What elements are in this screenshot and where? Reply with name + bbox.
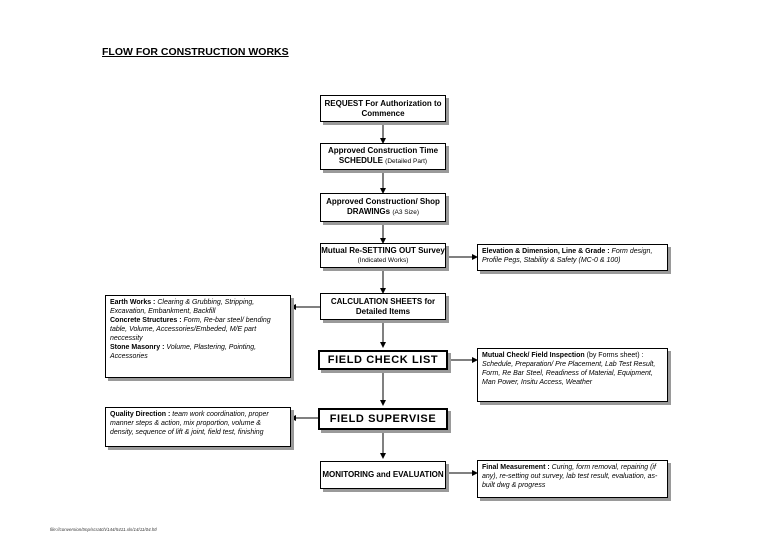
- earth-works-heading: Earth Works :: [110, 299, 156, 306]
- mutual-check-body: Schedule, Preparation/ Pre Placement, La…: [482, 361, 656, 386]
- setting-out-box: Mutual Re-SETTING OUT Survey (Indicated …: [320, 243, 446, 268]
- field-check-list-box: FIELD CHECK LIST: [318, 350, 448, 370]
- field-supervise-label: FIELD SUPERVISE: [329, 413, 437, 425]
- earth-works-item: Earth Works : Clearing & Grubbing, Strip…: [110, 298, 286, 316]
- final-measurement-heading: Final Measurement :: [482, 464, 550, 471]
- concrete-structures-heading: Concrete Structures :: [110, 317, 182, 324]
- stone-masonry-body: Volume, Plastering, Pointing, Accessorie…: [110, 344, 257, 360]
- elevation-heading: Elevation & Dimension, Line & Grade :: [482, 248, 610, 255]
- elevation-body: Form design, Profile Pegs, Stability & S…: [482, 248, 653, 264]
- quality-direction-heading: Quality Direction :: [110, 411, 171, 418]
- monitoring-label: MONITORING and EVALUATION: [322, 470, 444, 479]
- drawings-box: Approved Construction/ Shop DRAWINGs (A3…: [320, 193, 446, 222]
- mutual-check-box: Mutual Check/ Field Inspection (by Forms…: [477, 348, 668, 402]
- calculation-sheets-label: CALCULATION SHEETS for Detailed Items: [330, 296, 436, 316]
- field-supervise-box: FIELD SUPERVISE: [318, 408, 448, 430]
- earth-works-box: Earth Works : Clearing & Grubbing, Strip…: [105, 295, 291, 378]
- request-label: REQUEST For Authorization to Commence: [324, 98, 442, 118]
- monitoring-box: MONITORING and EVALUATION: [320, 461, 446, 489]
- earth-works-body: Clearing & Grubbing, Stripping, Excavati…: [110, 299, 255, 315]
- diagram-title: FLOW FOR CONSTRUCTION WORKS: [102, 46, 289, 58]
- schedule-box: Approved Construction Time SCHEDULE (Det…: [320, 143, 446, 170]
- drawings-note: (A3 Size): [392, 209, 420, 216]
- setting-out-note: (Indicated Works): [357, 256, 409, 264]
- schedule-label: Approved Construction Time SCHEDULE (Det…: [321, 146, 445, 167]
- schedule-main-text: Approved Construction Time SCHEDULE: [327, 146, 439, 165]
- quality-direction-body: team work coordination, proper manner st…: [110, 411, 269, 436]
- request-box: REQUEST For Authorization to Commence: [320, 95, 446, 122]
- quality-direction-box: Quality Direction : team work coordinati…: [105, 407, 291, 447]
- mutual-check-note: (by Forms sheet) :: [586, 352, 644, 359]
- final-measurement-body: Curing, form removal, repairing (if any)…: [482, 464, 658, 489]
- stone-masonry-heading: Stone Masonry :: [110, 344, 165, 351]
- elevation-box: Elevation & Dimension, Line & Grade : Fo…: [477, 244, 668, 271]
- calculation-sheets-box: CALCULATION SHEETS for Detailed Items: [320, 293, 446, 320]
- mutual-check-heading: Mutual Check/ Field Inspection: [482, 352, 585, 359]
- stone-masonry-item: Stone Masonry : Volume, Plastering, Poin…: [110, 343, 286, 361]
- setting-out-main-text: Mutual Re-SETTING OUT Survey: [321, 245, 445, 255]
- drawings-main-text: Approved Construction/ Shop DRAWINGs: [326, 197, 440, 216]
- final-measurement-box: Final Measurement : Curing, form removal…: [477, 460, 668, 498]
- drawings-label: Approved Construction/ Shop DRAWINGs (A3…: [321, 197, 445, 218]
- file-path-footer: file://conversion/tmp/scratch/144/5411.x…: [50, 527, 157, 532]
- schedule-note: (Detailed Part): [385, 158, 428, 165]
- concrete-structures-body: Form, Re-bar steel/ bending table, Volum…: [110, 317, 271, 342]
- concrete-structures-item: Concrete Structures : Form, Re-bar steel…: [110, 316, 286, 343]
- field-check-list-label: FIELD CHECK LIST: [327, 354, 439, 366]
